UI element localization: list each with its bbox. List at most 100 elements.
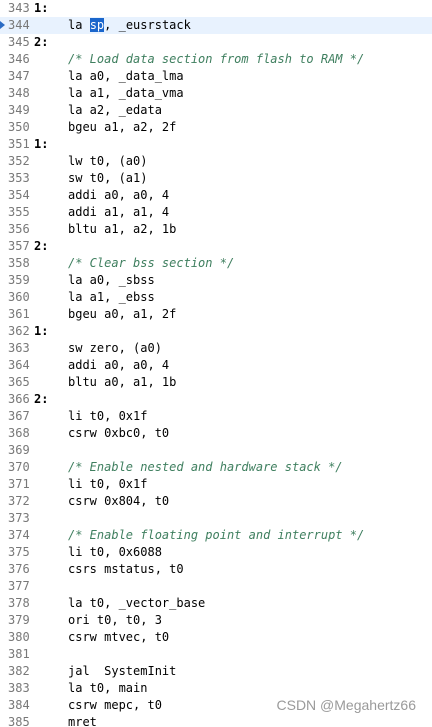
code-text: la t0, _vector_base <box>68 596 206 610</box>
code-text: la a0, _sbss <box>68 273 155 287</box>
code-line[interactable]: 373 <box>0 510 432 527</box>
line-number: 360 <box>8 290 30 304</box>
code-text: mret <box>68 715 97 727</box>
code-line[interactable]: 346/* Load data section from flash to RA… <box>0 51 432 68</box>
code-line[interactable]: 364 addi a0, a0, 4 <box>0 357 432 374</box>
code-line[interactable]: 370/* Enable nested and hardware stack *… <box>0 459 432 476</box>
code-line[interactable]: 363 sw zero, (a0) <box>0 340 432 357</box>
code-line[interactable]: 359 la a0, _sbss <box>0 272 432 289</box>
line-number: 348 <box>8 86 30 100</box>
code-text: bgeu a0, a1, 2f <box>68 307 177 321</box>
line-number: 363 <box>8 341 30 355</box>
code-text: la a2, _edata <box>68 103 162 117</box>
code-text: csrw mepc, t0 <box>68 698 162 712</box>
line-number: 349 <box>8 103 30 117</box>
line-number: 365 <box>8 375 30 389</box>
line-number: 370 <box>8 460 30 474</box>
line-number: 353 <box>8 171 30 185</box>
selected-text[interactable]: sp <box>89 18 105 32</box>
code-comment: /* Clear bss section */ <box>68 256 235 270</box>
current-line-marker-icon <box>0 21 5 29</box>
code-line[interactable]: 344 la sp, _eusrstack <box>0 17 432 34</box>
line-number: 383 <box>8 681 30 695</box>
asm-label: 2: <box>34 35 49 49</box>
code-line[interactable]: 357 2: <box>0 238 432 255</box>
line-number: 364 <box>8 358 30 372</box>
code-text: sw t0, (a1) <box>68 171 148 185</box>
line-number: 368 <box>8 426 30 440</box>
watermark: CSDN @Megahertz66 <box>276 697 417 713</box>
code-line[interactable]: 349 la a2, _edata <box>0 102 432 119</box>
line-number: 344 <box>8 18 30 32</box>
code-line[interactable]: 384 csrw mepc, t0 <box>0 697 432 714</box>
line-number: 376 <box>8 562 30 576</box>
asm-label: 2: <box>34 392 49 406</box>
line-number: 352 <box>8 154 30 168</box>
asm-label: 2: <box>34 239 49 253</box>
line-number: 381 <box>8 647 30 661</box>
code-text: li t0, 0x6088 <box>68 545 162 559</box>
line-number: 371 <box>8 477 30 491</box>
line-number: 359 <box>8 273 30 287</box>
line-number: 356 <box>8 222 30 236</box>
line-number: 358 <box>8 256 30 270</box>
code-line[interactable]: 385 mret <box>0 714 432 727</box>
line-number: 343 <box>8 1 30 15</box>
code-line[interactable]: 369 <box>0 442 432 459</box>
line-number: 380 <box>8 630 30 644</box>
code-text: csrw mtvec, t0 <box>68 630 170 644</box>
line-number: 385 <box>8 715 30 727</box>
line-number: 377 <box>8 579 30 593</box>
code-line[interactable]: 361 bgeu a0, a1, 2f <box>0 306 432 323</box>
line-number: 354 <box>8 188 30 202</box>
code-text: addi a0, a0, 4 <box>68 188 170 202</box>
line-number: 382 <box>8 664 30 678</box>
code-line[interactable]: 380 csrw mtvec, t0 <box>0 629 432 646</box>
code-text: csrw 0x804, t0 <box>68 494 170 508</box>
line-number: 384 <box>8 698 30 712</box>
line-number: 369 <box>8 443 30 457</box>
code-line[interactable]: 365 bltu a0, a1, 1b <box>0 374 432 391</box>
line-number: 375 <box>8 545 30 559</box>
code-text: la sp, _eusrstack <box>68 17 191 34</box>
code-text: bgeu a1, a2, 2f <box>68 120 177 134</box>
code-line[interactable]: 374/* Enable floating point and interrup… <box>0 527 432 544</box>
code-text: li t0, 0x1f <box>68 477 148 491</box>
code-line[interactable]: 354 addi a0, a0, 4 <box>0 187 432 204</box>
code-line[interactable]: 381 <box>0 646 432 663</box>
code-line[interactable]: 371 li t0, 0x1f <box>0 476 432 493</box>
line-number: 379 <box>8 613 30 627</box>
code-text: addi a0, a0, 4 <box>68 358 170 372</box>
code-line[interactable]: 353 sw t0, (a1) <box>0 170 432 187</box>
line-number: 361 <box>8 307 30 321</box>
code-line[interactable]: 377 <box>0 578 432 595</box>
line-number: 357 <box>8 239 30 253</box>
code-line[interactable]: 375 li t0, 0x6088 <box>0 544 432 561</box>
code-comment: /* Load data section from flash to RAM *… <box>68 52 365 66</box>
line-number: 347 <box>8 69 30 83</box>
code-text: sw zero, (a0) <box>68 341 162 355</box>
code-line[interactable]: 358 /* Clear bss section */ <box>0 255 432 272</box>
code-text: bltu a0, a1, 1b <box>68 375 177 389</box>
